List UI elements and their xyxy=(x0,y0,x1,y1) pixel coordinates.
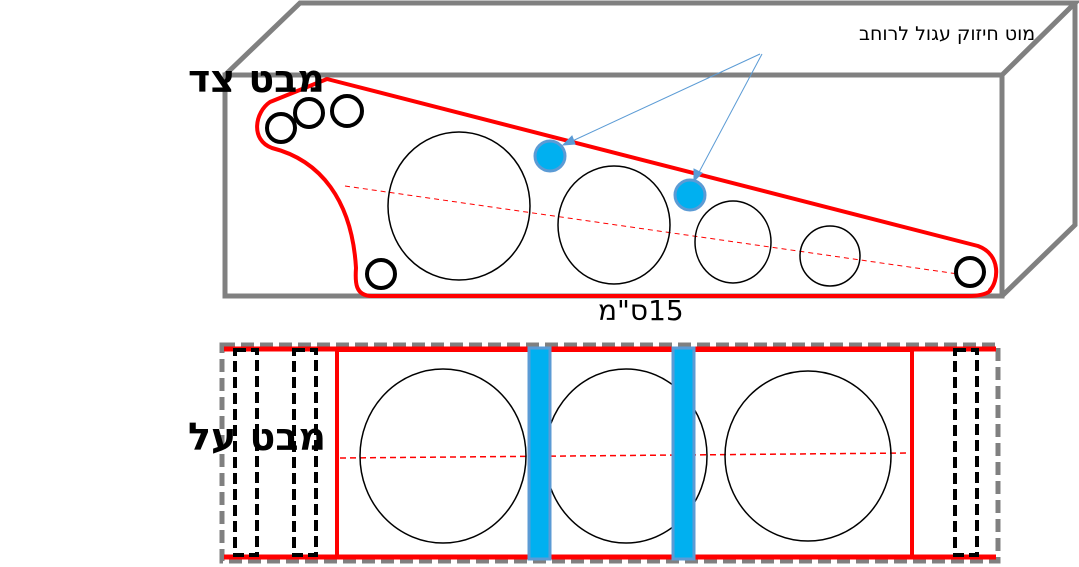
side-rods xyxy=(533,139,707,212)
side-frame-outline xyxy=(255,77,999,298)
arrowhead-icon xyxy=(693,168,703,183)
annotation-arrows xyxy=(561,53,763,183)
pin-hole xyxy=(365,258,397,290)
side-hole xyxy=(557,165,671,285)
side-view: מבט צד מוט חיזוק עגול לרוחב 15ס"מ xyxy=(188,0,1079,327)
rod-top-view xyxy=(671,346,696,561)
side-view-box xyxy=(222,0,1079,299)
side-hole xyxy=(694,200,772,284)
side-center-line xyxy=(344,185,966,276)
top-rods xyxy=(527,346,696,561)
top-hidden-pins xyxy=(233,348,979,557)
dimension-label: 15ס"מ xyxy=(598,294,684,327)
top-hole xyxy=(359,368,527,544)
rod-annotation-label: מוט חיזוק עגול לרוחב xyxy=(859,23,1035,45)
rod-cross-section xyxy=(673,178,707,212)
top-center-line xyxy=(339,452,909,459)
box-right-face xyxy=(1000,3,1078,298)
side-pin-holes xyxy=(265,94,986,290)
top-view-title: מבט על xyxy=(188,415,326,459)
side-view-title: מבט צד xyxy=(188,57,325,101)
pin-hole xyxy=(954,256,986,288)
rod-cross-section xyxy=(533,139,567,173)
side-cutout-holes xyxy=(387,131,861,287)
top-frame-body xyxy=(335,348,914,559)
top-hole xyxy=(724,370,892,542)
rod-top-view xyxy=(527,346,552,561)
side-hole xyxy=(799,225,861,287)
pin-hole xyxy=(293,97,325,129)
top-view: מבט על xyxy=(188,342,1001,564)
annotation-arrow xyxy=(567,53,761,144)
hidden-pin xyxy=(953,348,979,557)
pin-hole xyxy=(265,112,297,144)
pin-hole xyxy=(330,94,364,128)
arrowhead-icon xyxy=(561,135,576,146)
hidden-pin xyxy=(292,348,318,557)
annotation-arrow xyxy=(696,53,763,177)
hidden-pin xyxy=(233,348,259,557)
box-top-face xyxy=(223,0,1079,77)
side-hole xyxy=(387,131,531,281)
top-view-box xyxy=(219,342,1001,564)
